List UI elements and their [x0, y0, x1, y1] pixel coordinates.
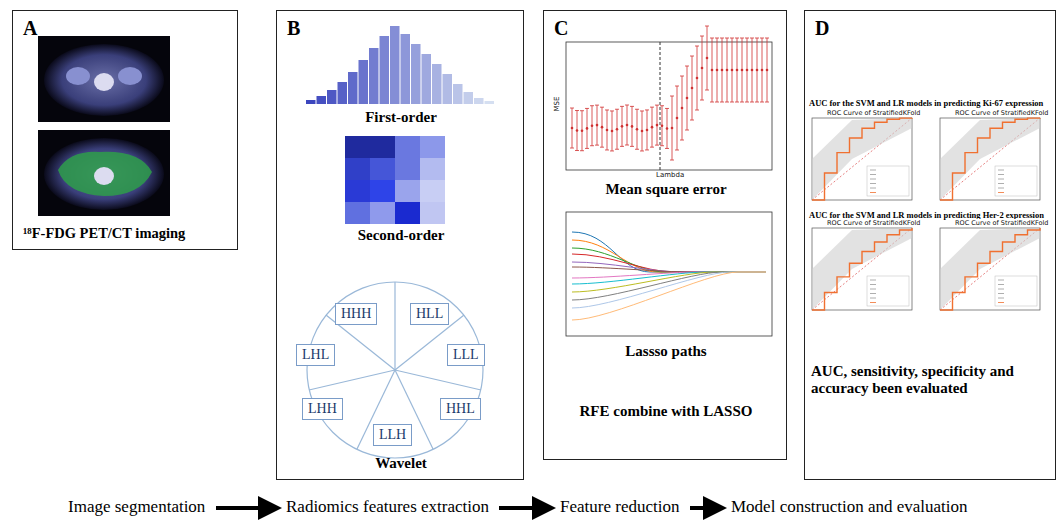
caption-text: Wavelet [297, 455, 505, 472]
step-label: Feature reduction [560, 497, 682, 519]
caption-text: Model construction and evaluation [731, 497, 970, 517]
step-label: Image segmentation [68, 497, 208, 519]
axis-label: MSE [553, 96, 561, 113]
panel-box: C Mean square errorLassso pathsRFE combin… [543, 10, 787, 460]
flow-arrow [690, 506, 723, 510]
caption-text: Second-order [297, 227, 505, 244]
wavelet-band: LLH [373, 424, 412, 446]
panel-box: A ¹⁸F-FDG PET/CT imaging [12, 10, 238, 250]
flow-arrow [216, 506, 278, 510]
wavelet-band: LLL [447, 344, 485, 366]
caption-text: Lassso paths [558, 343, 774, 360]
axis-label: Lambda [655, 171, 685, 179]
caption-text: AUC, sensitivity, specificity and accura… [811, 363, 1051, 398]
caption-text: Image segmentation [68, 497, 208, 517]
step-label: Radiomics features extraction [286, 497, 491, 519]
wavelet-band: HLL [410, 303, 449, 325]
panel-letter: B [287, 17, 317, 40]
panel-letter: D [815, 17, 845, 40]
wavelet-pie [307, 282, 483, 458]
mse-plot [566, 26, 772, 170]
wavelet-band: HHH [335, 303, 377, 325]
caption-text: Mean square error [558, 181, 774, 198]
step-label: Model construction and evaluation [731, 497, 970, 519]
wavelet-band: LHH [302, 398, 343, 420]
heatmap [345, 136, 445, 224]
caption-text: Radiomics features extraction [286, 497, 491, 517]
panel-box: D AUC for the SVM and LR models in predic… [804, 10, 1056, 480]
ct-image [38, 36, 170, 216]
axis-label: ROC Curve of StratifiedKFold [826, 219, 921, 227]
axis-label: ROC Curve of StratifiedKFold [954, 109, 1049, 117]
axis-label: ROC Curve of StratifiedKFold [826, 109, 921, 117]
wavelet-band: LHL [296, 344, 335, 366]
lasso-plot [566, 212, 772, 336]
wavelet-band: HHL [440, 398, 481, 420]
caption-text: Feature reduction [560, 497, 682, 517]
caption-text: RFE combine with LASSO [550, 403, 782, 420]
axis-label: ROC Curve of StratifiedKFold [954, 219, 1049, 227]
panel-letter: C [554, 17, 584, 40]
caption-text: First-order [297, 109, 505, 126]
flow-arrow [499, 506, 552, 510]
caption-text: ¹⁸F-FDG PET/CT imaging [23, 225, 233, 242]
panel-letter: A [23, 17, 53, 40]
histogram [306, 26, 494, 104]
caption-text: AUC for the SVM and LR models in predict… [809, 99, 1055, 109]
